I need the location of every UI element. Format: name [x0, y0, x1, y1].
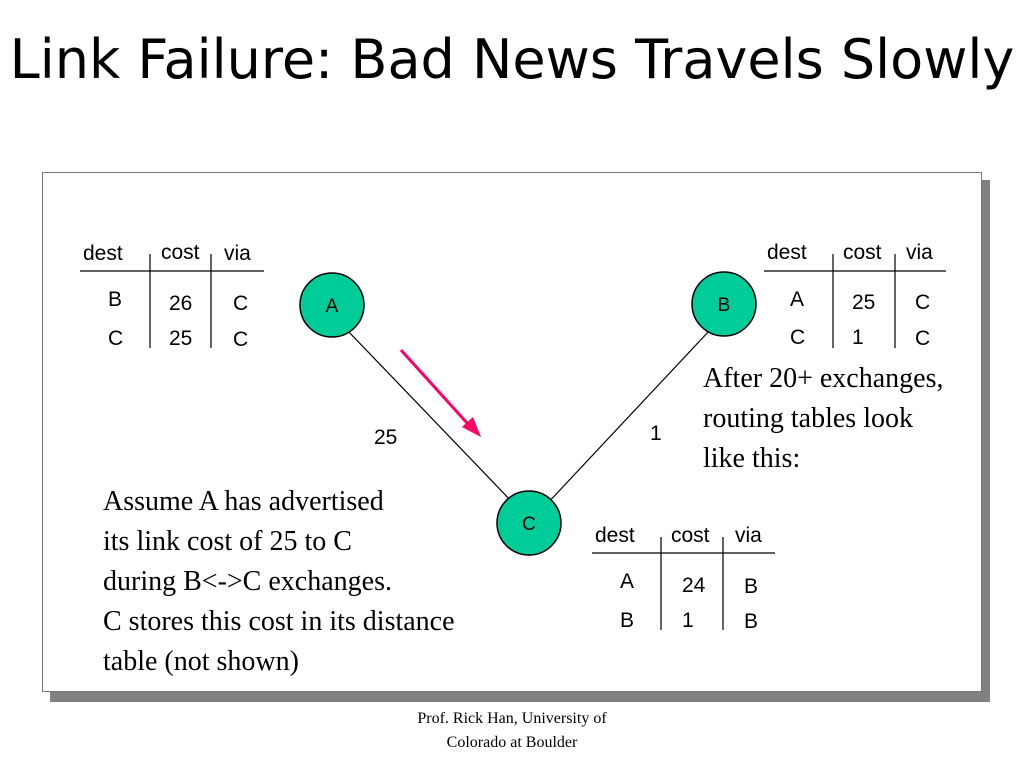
- table-a-header-cost: cost: [161, 241, 200, 264]
- note-left-line: table (not shown): [103, 646, 299, 677]
- note-left-line: during B<->C exchanges.: [103, 566, 392, 597]
- node-b: B: [691, 271, 757, 337]
- arrow-icon: [399, 348, 481, 437]
- table-b-row1-via: C: [915, 291, 930, 314]
- table-a-header-via: via: [224, 242, 251, 265]
- diagram-frame: [42, 172, 982, 692]
- table-b-row1-dest: A: [790, 288, 804, 311]
- node-a: A: [299, 272, 365, 338]
- link-cost-a-c: 25: [374, 426, 397, 449]
- slide-footer: Prof. Rick Han, University of Colorado a…: [362, 707, 662, 755]
- note-after-exchanges: After 20+ exchanges, routing tables look…: [703, 359, 943, 479]
- table-a-row1-cost: 26: [169, 292, 192, 315]
- note-right-line: like this:: [703, 443, 801, 474]
- table-c-header-cost: cost: [671, 524, 710, 547]
- node-a-label: A: [326, 296, 339, 317]
- slide-title: Link Failure: Bad News Travels Slowly: [9, 28, 1015, 91]
- table-c-row2-via: B: [744, 610, 758, 633]
- note-assumption: Assume A has advertised its link cost of…: [103, 482, 455, 682]
- table-c-row1-via: B: [744, 575, 758, 598]
- table-c-header-via: via: [735, 524, 762, 547]
- link-a-c: [346, 329, 517, 507]
- table-a-row1-via: C: [233, 292, 248, 315]
- table-a-row2-via: C: [233, 328, 248, 351]
- table-b-row1-cost: 25: [852, 291, 875, 314]
- note-right-line: After 20+ exchanges,: [703, 363, 944, 394]
- table-b-row2-dest: C: [790, 326, 805, 349]
- table-c-header-dest: dest: [595, 524, 635, 547]
- note-left-line: Assume A has advertised: [103, 486, 384, 517]
- table-b-row2-via: C: [915, 327, 930, 350]
- table-b-header-dest: dest: [767, 241, 807, 264]
- table-a-row2-dest: C: [108, 327, 123, 350]
- routing-table-a: dest cost via B 26 C C 25 C: [80, 241, 264, 351]
- footer-line: Colorado at Boulder: [446, 734, 578, 751]
- note-left-line: C stores this cost in its distance: [103, 606, 455, 637]
- note-left-line: its link cost of 25 to C: [103, 526, 352, 557]
- table-b-row2-cost: 1: [852, 326, 864, 349]
- table-a-row1-dest: B: [108, 288, 122, 311]
- table-c-row2-dest: B: [620, 609, 634, 632]
- table-c-row1-cost: 24: [682, 574, 706, 597]
- table-b-header-cost: cost: [843, 241, 882, 264]
- link-cost-b-c: 1: [650, 422, 662, 445]
- node-c-label: C: [522, 514, 536, 535]
- link-b-c: [544, 329, 711, 507]
- table-b-header-via: via: [906, 241, 933, 264]
- routing-table-b: dest cost via A 25 C C 1 C: [764, 241, 946, 350]
- table-a-header-dest: dest: [83, 242, 123, 265]
- table-c-row1-dest: A: [620, 570, 634, 593]
- node-b-label: B: [718, 295, 731, 316]
- table-c-row2-cost: 1: [682, 609, 694, 632]
- table-a-row2-cost: 25: [169, 327, 192, 350]
- footer-line: Prof. Rick Han, University of: [417, 710, 607, 727]
- node-c: C: [496, 490, 562, 556]
- routing-table-c: dest cost via A 24 B B 1 B: [592, 524, 775, 633]
- note-right-line: routing tables look: [703, 403, 913, 434]
